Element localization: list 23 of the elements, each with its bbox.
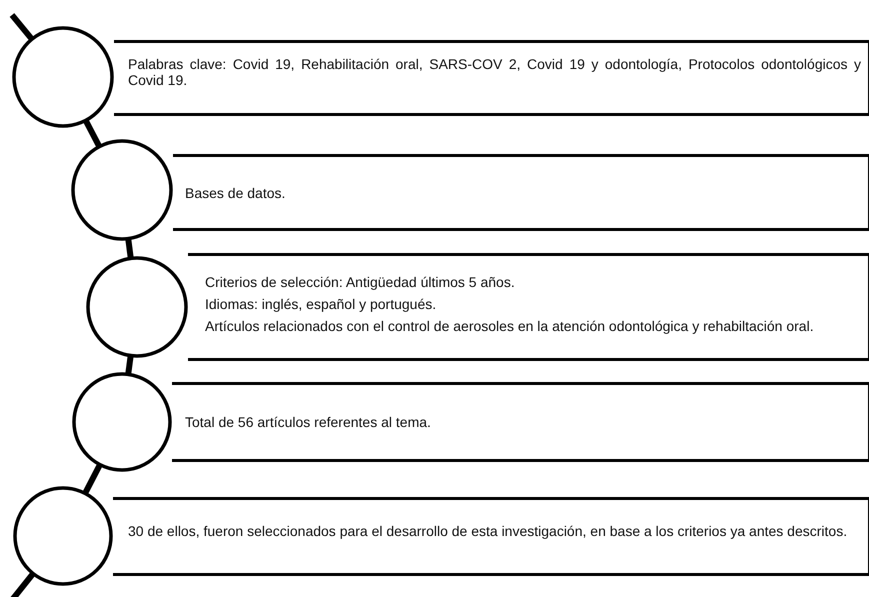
text-box: [113, 497, 869, 576]
circle-marker: [86, 256, 188, 358]
step-text: Criterios de selección: Antigüedad últimos 5 años.: [205, 274, 516, 290]
text-box: [173, 154, 869, 231]
circle-marker: [12, 26, 114, 128]
text-box: [172, 382, 869, 462]
step-text: Artículos relacionados con el control de aerosoles en la atención odontológica y rehabiltación oral.: [205, 318, 815, 334]
connector-line: [10, 572, 35, 597]
text-box: [188, 253, 869, 361]
connector-line: [10, 13, 34, 40]
circle-marker: [71, 139, 173, 241]
step-text: 30 de ellos, fueron seleccionados para el desarrollo de esta investigación, en base a los criterios ya antes descritos.: [128, 522, 848, 538]
text-box: [114, 40, 869, 116]
connector-line: [83, 120, 102, 148]
connector-line: [125, 356, 134, 374]
circle-marker: [72, 372, 172, 472]
step-text: Idiomas: inglés, español y portugués.: [205, 296, 438, 312]
circle-marker: [13, 486, 113, 586]
step-text: Palabras clave: Covid 19, Rehabilitación oral, SARS-COV 2, Covid 19 y odontología, Protocolos odontológicos y Covid 19.: [128, 56, 861, 88]
connector-line: [125, 239, 134, 258]
step-text: Total de 56 artículos referentes al tema.: [185, 414, 432, 430]
step-text: Bases de datos.: [185, 184, 286, 200]
connector-line: [82, 464, 102, 494]
